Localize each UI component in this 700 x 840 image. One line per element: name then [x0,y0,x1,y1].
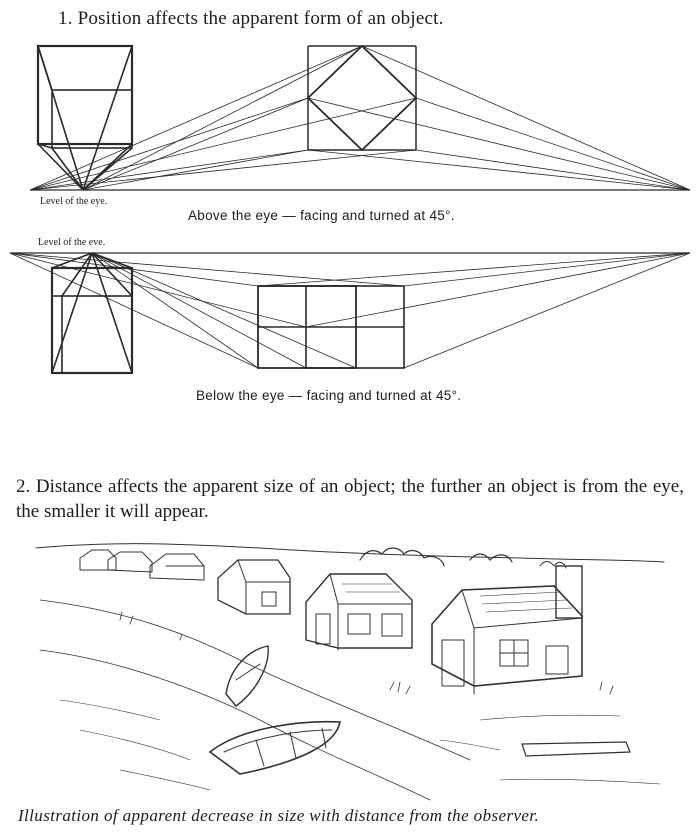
eye-level-label-top: Level of the eye. [40,196,108,207]
facing-box-below [50,252,134,375]
eye-level-label-bottom: Level of the eve. [38,237,106,248]
caption-above-eye: Above the eye — facing and turned at 45°… [188,208,455,223]
illustration-caption: Illustration of apparent decrease in siz… [18,806,540,825]
section-1-heading: 1. Position affects the apparent form of… [58,8,444,29]
caption-below-eye: Below the eye — facing and turned at 45°… [196,388,462,403]
section-2-paragraph: 2. Distance affects the apparent size of… [16,476,684,522]
vanishing-lines-above [29,45,691,191]
vanishing-lines-below [9,252,691,369]
